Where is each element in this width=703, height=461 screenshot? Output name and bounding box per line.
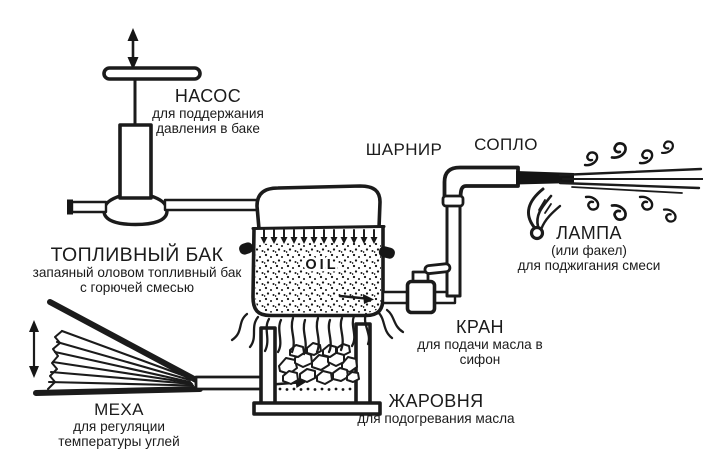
pressure-arrows <box>260 229 378 244</box>
hinge-label: ШАРНИР <box>358 140 450 160</box>
bellows-edge <box>47 330 63 390</box>
nozzle-jet <box>516 140 703 241</box>
fuel-tank-label: ТОПЛИВНЫЙ БАК запаяный оловом топливный … <box>28 244 246 296</box>
oil-out-arrow-icon <box>363 294 374 304</box>
hinge-title: ШАРНИР <box>365 140 443 159</box>
brazier-icon <box>252 322 382 416</box>
lamp-label: ЛАМПА (или факел) для поджигания смеси <box>506 223 672 274</box>
valve-subtitle: для подачи масла в сифон <box>417 336 543 367</box>
pump-label: НАСОС для поддержания давления в баке <box>148 86 268 137</box>
flames <box>230 308 405 356</box>
oil-label: OIL <box>305 257 338 273</box>
brazier-label: ЖАРОВНЯ для подогревания масла <box>348 391 524 427</box>
valve-title: КРАН <box>456 317 504 337</box>
pump-icon <box>67 28 278 227</box>
bellows-pleats <box>47 329 195 387</box>
air-pipe <box>194 375 268 391</box>
lamp-title: ЛАМПА <box>556 223 622 243</box>
nozzle-title: СОПЛО <box>474 135 538 154</box>
oil-fill <box>255 242 381 313</box>
bellows-arrow-up-icon <box>29 320 39 332</box>
pump-title: НАСОС <box>174 86 242 106</box>
pump-subtitle: для поддержания давления в баке <box>152 105 264 136</box>
fuel-tank-title: ТОПЛИВНЫЙ БАК <box>50 244 224 266</box>
pipe-pump-to-tank <box>163 198 261 212</box>
bellows-arrow-down-icon <box>29 366 39 378</box>
jet-stream <box>558 167 703 194</box>
arrow-up-icon <box>127 28 139 41</box>
fuel-tank-subtitle: запаяный оловом топливный бак с горючей … <box>32 265 242 296</box>
bellows-title: МЕХА <box>94 400 144 419</box>
arrow-down-icon <box>127 57 139 70</box>
tank-handle-left <box>239 242 254 255</box>
bellows-subtitle: для регуляции температуры углей <box>58 418 180 449</box>
embers-dots <box>278 387 352 391</box>
hinge-elbow <box>442 165 520 201</box>
brazier-base <box>252 401 382 416</box>
tank-lid <box>255 184 382 231</box>
tank-handle-right <box>378 246 395 259</box>
nozzle-label: СОПЛО <box>466 135 546 155</box>
bellows-icon <box>29 299 307 396</box>
smoke-curls <box>583 140 677 223</box>
valve-and-pipes <box>381 165 520 315</box>
valve-lever <box>423 262 452 275</box>
valve-label: КРАН для подачи масла в сифон <box>396 317 564 368</box>
pump-handle <box>102 66 202 81</box>
bellows-label: МЕХА для регуляции температуры углей <box>44 400 194 450</box>
lamp-subtitle2: для поджигания смеси <box>517 257 661 273</box>
valve-body <box>405 279 437 315</box>
riser-pipe <box>445 197 462 298</box>
pipe-left <box>70 200 108 214</box>
brazier-subtitle: для подогревания масла <box>357 410 515 426</box>
fuel-tank-icon: OIL <box>239 184 395 318</box>
lamp-flame-icon <box>527 187 562 241</box>
lamp-subtitle1: (или факел) <box>551 242 627 258</box>
pump-cylinder <box>118 123 153 200</box>
brazier-title: ЖАРОВНЯ <box>388 391 484 411</box>
hinge-collar <box>441 194 465 208</box>
coals <box>278 342 360 385</box>
